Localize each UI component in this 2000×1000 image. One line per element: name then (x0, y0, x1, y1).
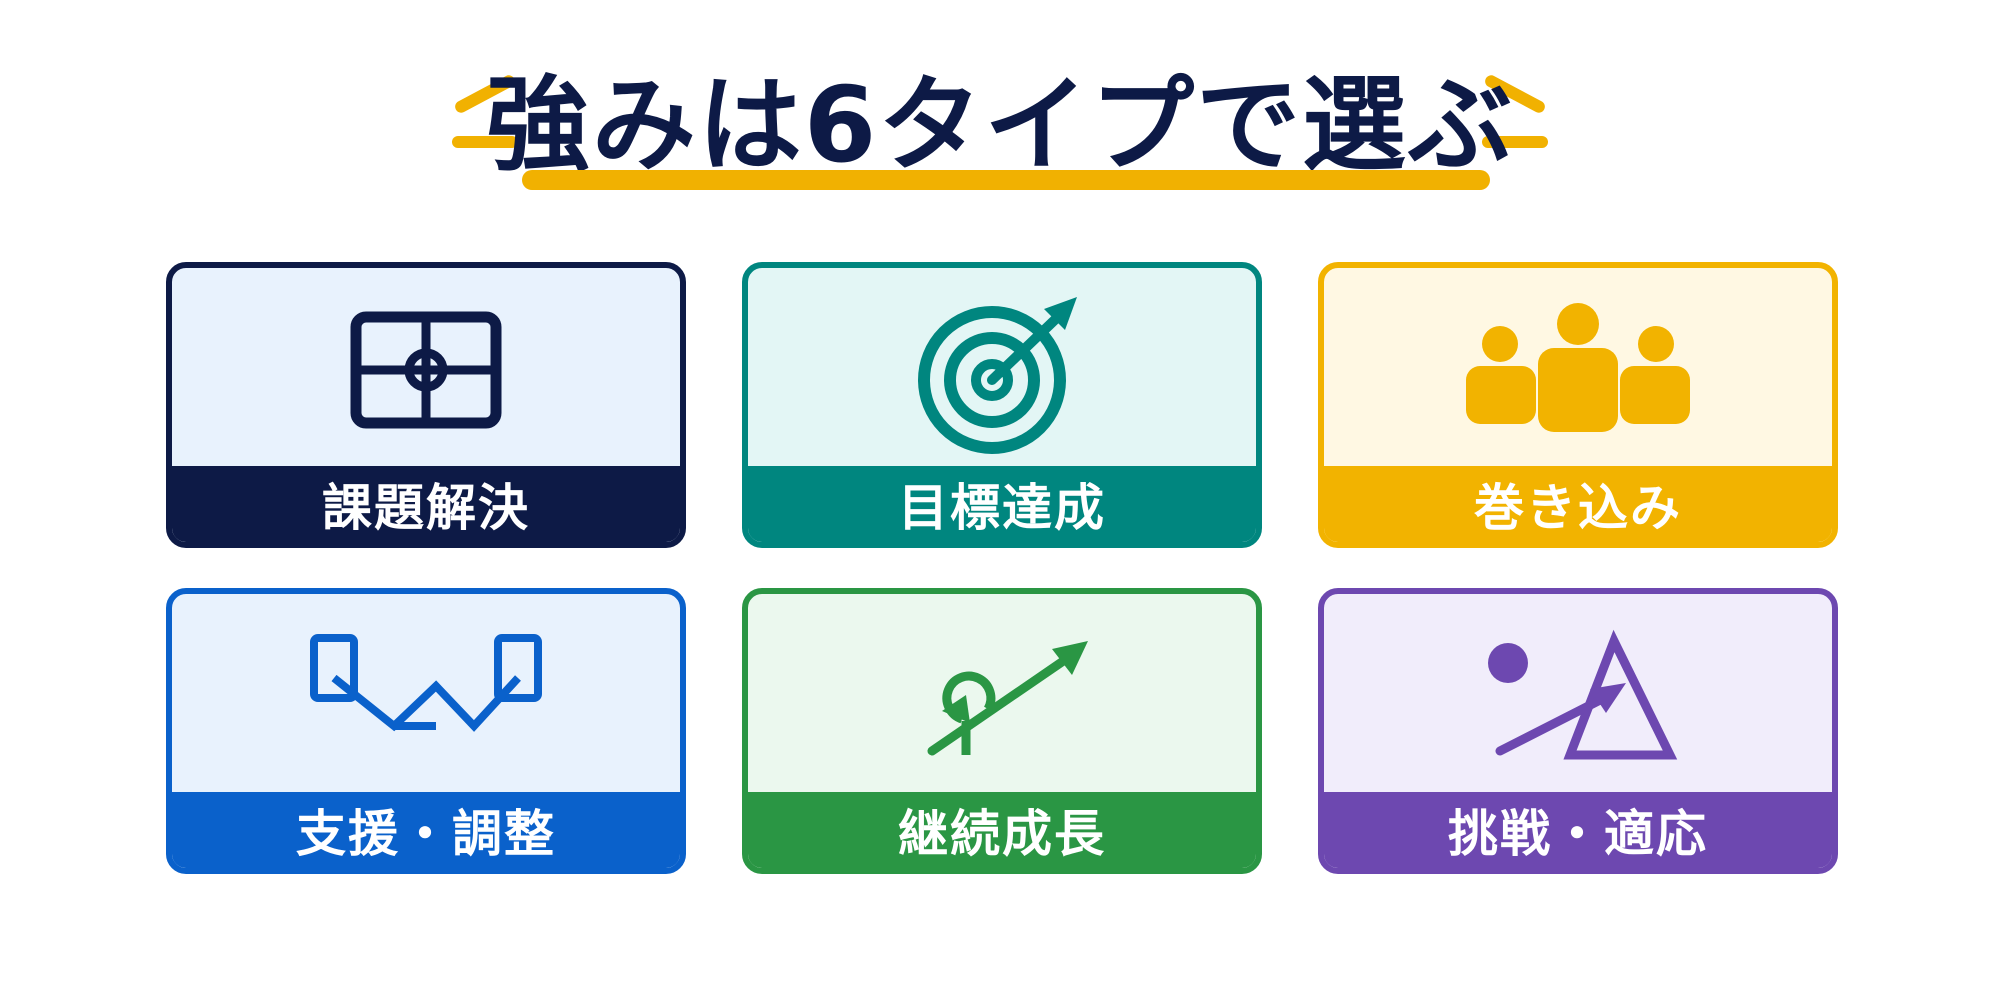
strength-card-2: 目標達成 (742, 262, 1262, 548)
title-area: 強みは6タイプで選ぶ (0, 40, 2000, 210)
title-underline (522, 170, 1490, 190)
grid-crosshair-icon (350, 311, 502, 429)
card-icon-area (1324, 268, 1832, 472)
card-icon-area (748, 594, 1256, 798)
zigzag-connect-icon (310, 634, 542, 732)
card-icon-area (172, 268, 680, 472)
title-deco-right-bottom (1482, 136, 1548, 148)
strength-card-5: 継続成長 (742, 588, 1262, 874)
card-icon-area (1324, 594, 1832, 798)
page-title: 強みは6タイプで選ぶ (485, 64, 1515, 186)
card-label: 支援・調整 (172, 792, 680, 868)
card-label: 継続成長 (748, 792, 1256, 868)
title-deco-left-bottom (452, 136, 518, 148)
card-label: 巻き込み (1324, 466, 1832, 542)
target-arrow-icon (918, 297, 1077, 454)
card-label: 挑戦・適応 (1324, 792, 1832, 868)
strength-card-4: 支援・調整 (166, 588, 686, 874)
challenge-triangle-icon (1488, 629, 1678, 760)
card-icon-area (748, 268, 1256, 472)
growth-arrow-icon (927, 641, 1088, 756)
card-label: 課題解決 (172, 466, 680, 542)
strength-card-1: 課題解決 (166, 262, 686, 548)
card-label: 目標達成 (748, 466, 1256, 542)
card-icon-area (172, 594, 680, 798)
people-group-icon (1466, 303, 1690, 432)
strength-card-6: 挑戦・適応 (1318, 588, 1838, 874)
strength-card-3: 巻き込み (1318, 262, 1838, 548)
